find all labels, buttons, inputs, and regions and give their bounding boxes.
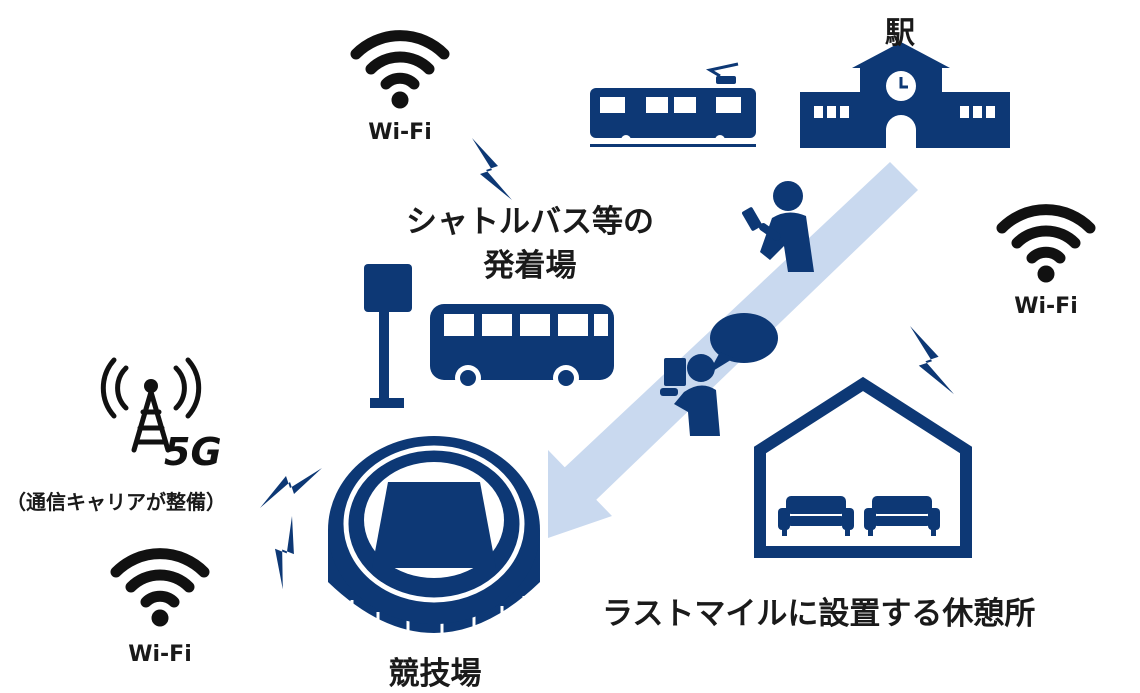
rest-house-icon <box>754 376 972 558</box>
train-icon <box>590 62 756 147</box>
bus-stop-sign-icon <box>364 264 412 408</box>
lightning-icon <box>252 516 323 590</box>
sofa-icon <box>864 496 940 536</box>
wifi-icon <box>356 36 444 108</box>
shuttle-stop-label: シャトルバス等の 発着場 <box>360 200 700 288</box>
guide-person-icon <box>660 354 720 436</box>
station-building-icon <box>800 42 1010 148</box>
lightning-icon <box>472 138 512 200</box>
speech-bubble-icon <box>708 313 778 374</box>
stadium-label: 競技場 <box>388 656 482 692</box>
bus-icon <box>430 304 614 391</box>
stadium-icon <box>328 436 540 642</box>
wifi-icon <box>1002 210 1090 282</box>
walking-person-icon <box>742 181 814 272</box>
lightning-icon <box>910 326 954 395</box>
carrier-note-label: （通信キャリアが整備） <box>6 490 226 514</box>
sofa-icon <box>778 496 854 536</box>
cell-tower-icon <box>100 357 202 453</box>
shuttle-stop-label-line2: 発着場 <box>483 248 577 284</box>
5g-label: 5G <box>164 430 222 474</box>
wifi-icon <box>116 554 204 626</box>
wifi-label: Wi-Fi <box>1014 294 1078 319</box>
shuttle-stop-label-line1: シャトルバス等の <box>406 204 654 240</box>
rest-area-label: ラストマイルに設置する休憩所 <box>602 596 1036 632</box>
station-label: 駅 <box>885 16 915 51</box>
lightning-icon <box>260 468 322 508</box>
wifi-label: Wi-Fi <box>128 642 192 667</box>
wifi-label: Wi-Fi <box>368 120 432 145</box>
